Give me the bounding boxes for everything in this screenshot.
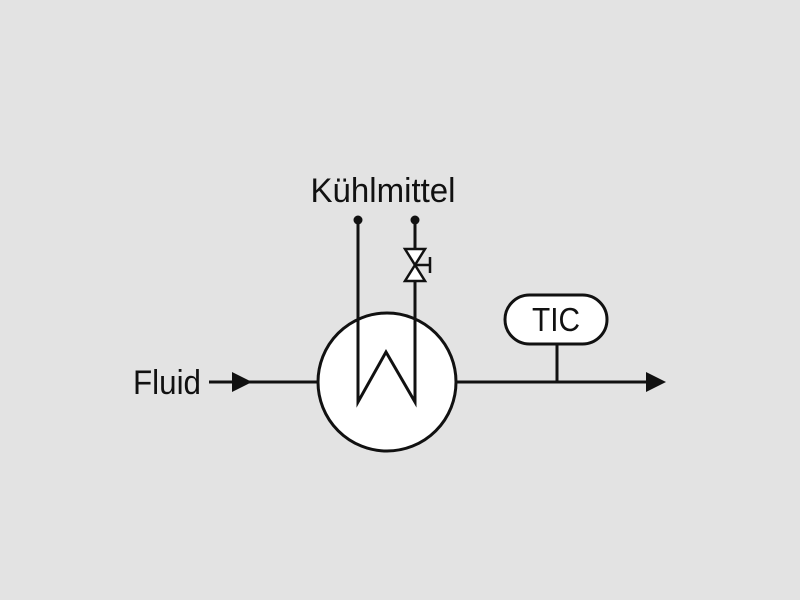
valve-upper-triangle (402, 247, 428, 268)
tic-instrument-box (503, 293, 609, 346)
fluid-inlet-arrow (232, 372, 252, 392)
tic-label: TIC (532, 301, 580, 338)
valve-lower-triangle (402, 262, 428, 283)
coolant-label: Kühlmittel (311, 172, 456, 210)
heat-exchanger (316, 311, 458, 453)
heat-exchanger-coil (356, 314, 417, 408)
fluid-outlet-arrow (646, 372, 666, 392)
fluid-label: Fluid (133, 364, 201, 402)
control-valve (402, 247, 432, 283)
